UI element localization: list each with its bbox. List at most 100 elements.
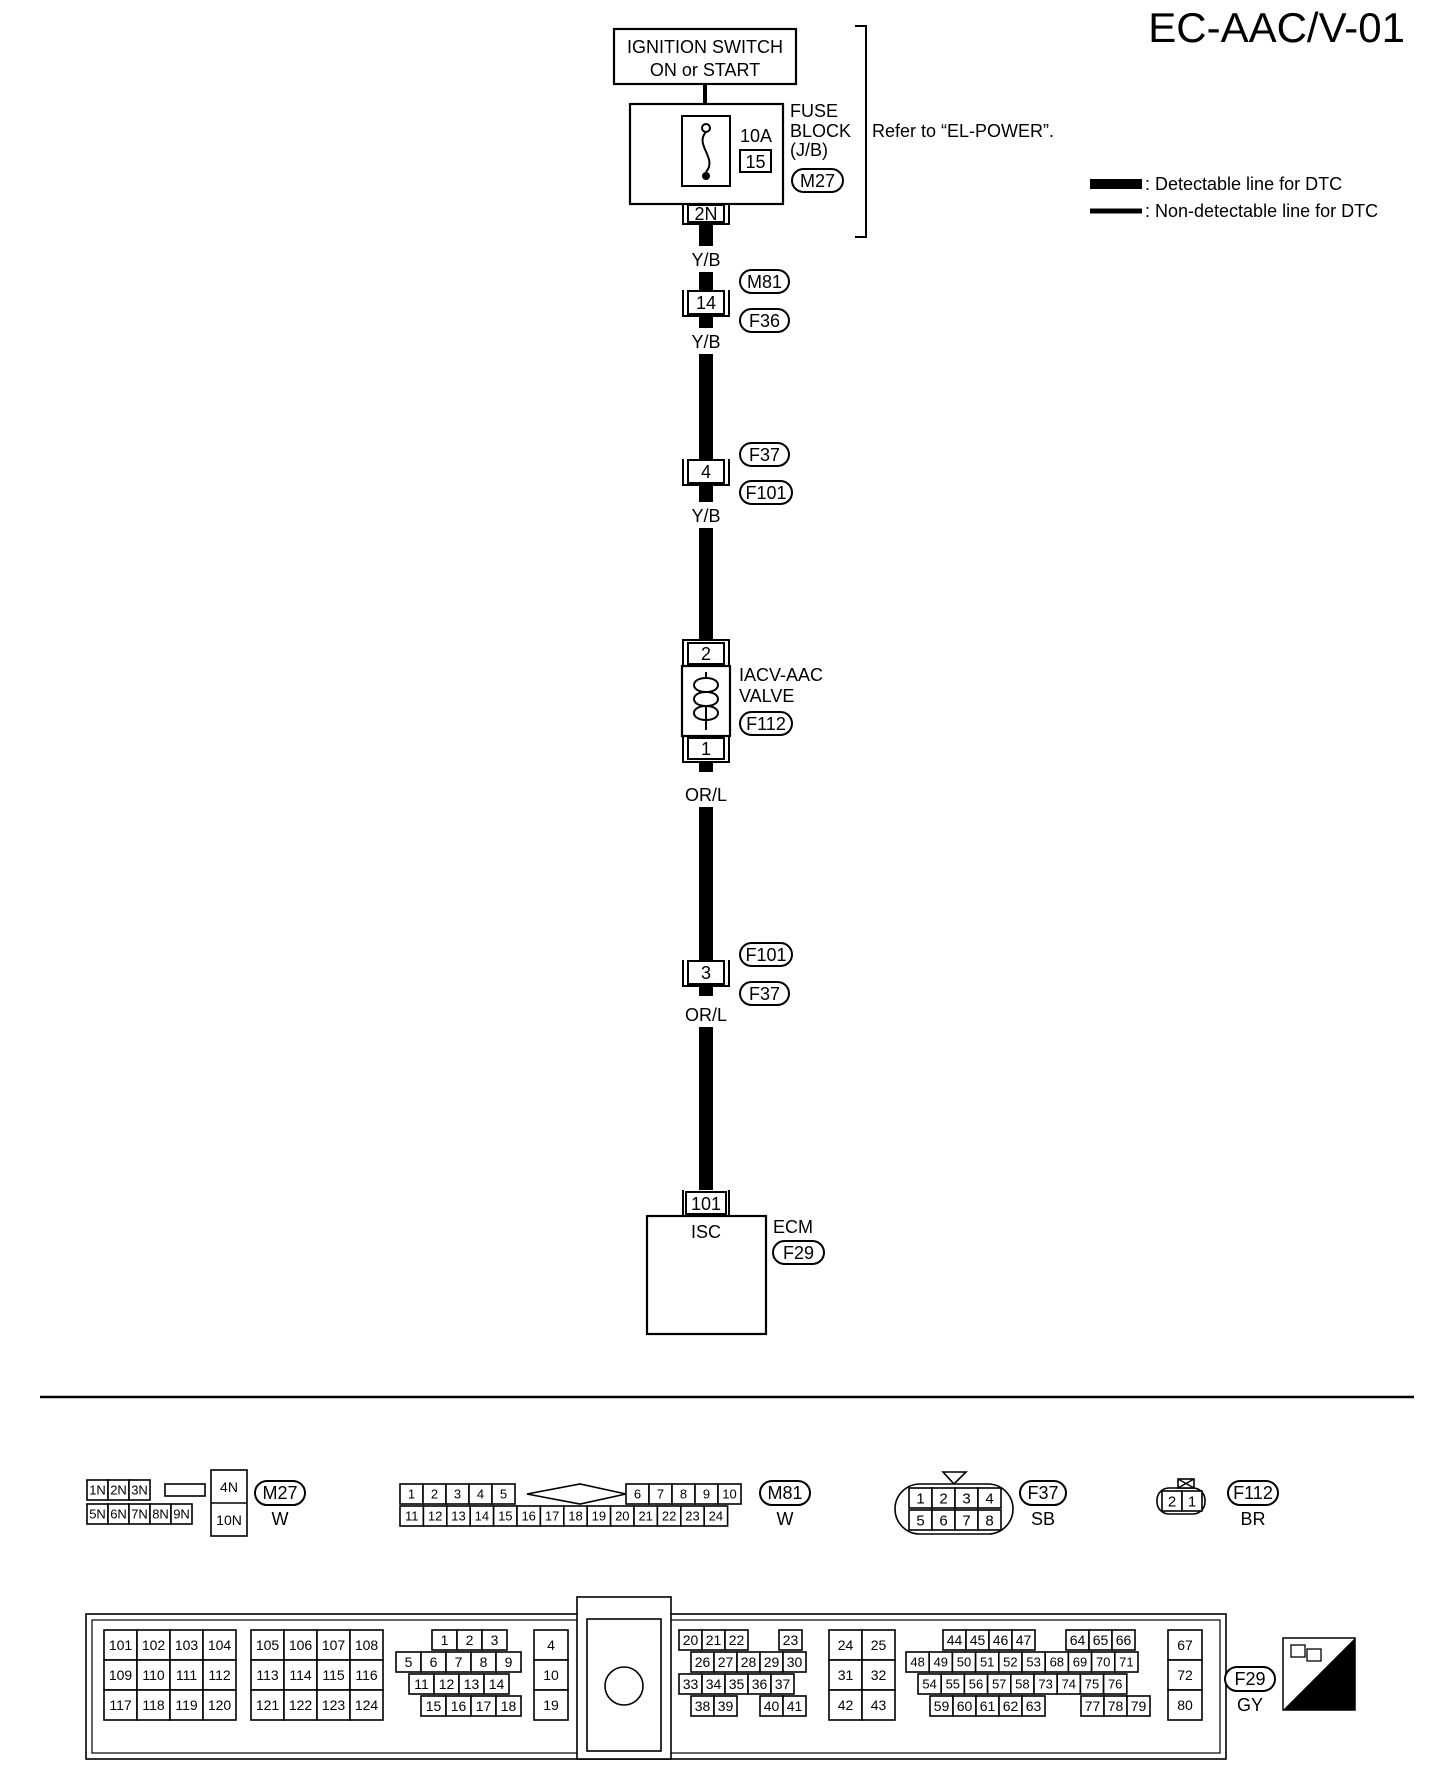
connector-pin-label: 52 — [1003, 1655, 1017, 1670]
connector-pin-label: 62 — [1003, 1698, 1019, 1714]
connector-pin — [136, 1629, 171, 1661]
connector-pin-label: 124 — [355, 1697, 379, 1713]
connector-pin-label: 27 — [718, 1654, 734, 1670]
m27-id-badge — [254, 1480, 306, 1506]
connector-pin-label: 4 — [985, 1490, 993, 1507]
connector-pin-label: 25 — [871, 1637, 887, 1653]
page-title: EC-AAC/V-01 — [1148, 4, 1405, 51]
connector-pin-label: 24 — [709, 1509, 723, 1524]
connector-pin-label: 122 — [289, 1697, 313, 1713]
connector-pin-label: 119 — [175, 1697, 198, 1713]
connector-pin-label: 10 — [722, 1487, 736, 1502]
connector-pin-label: 3 — [454, 1487, 461, 1502]
wire-color-yb-2: Y/B — [691, 332, 720, 352]
connector-pin-label: 8 — [985, 1512, 993, 1529]
connector-pin — [483, 1673, 510, 1695]
connector-pin-label: 1 — [408, 1487, 415, 1502]
connector-pin-label: 15 — [426, 1698, 442, 1714]
connector-pin-label: 118 — [142, 1697, 165, 1713]
fuse-block-line3: (J/B) — [790, 140, 828, 160]
connector-pin-label: 64 — [1070, 1632, 1086, 1648]
ignition-switch-line2: ON or START — [650, 60, 760, 80]
connector-pin — [724, 1629, 749, 1651]
connector-pin-label: 21 — [638, 1509, 652, 1524]
connector-pin-label: 2N — [110, 1483, 127, 1498]
connector-pin-label: 39 — [718, 1698, 734, 1714]
connector-pin-label: 9N — [173, 1507, 190, 1522]
connector-pin-label: 44 — [947, 1632, 963, 1648]
connector-pin-label: 117 — [109, 1697, 132, 1713]
connector-pin-label: 46 — [993, 1632, 1009, 1648]
connector-pin-label: 78 — [1108, 1698, 1124, 1714]
connector-key — [164, 1483, 206, 1497]
iacv-label-line2: VALVE — [739, 686, 794, 706]
connector-pin-label: 14 — [489, 1676, 505, 1692]
connector-pin-label: 75 — [1085, 1677, 1099, 1692]
connector-pin-label: 8 — [480, 1654, 488, 1670]
connector-pin — [495, 1695, 522, 1717]
connector-pin-label: 61 — [980, 1698, 996, 1714]
joint-3-bottom-id: F37 — [749, 984, 780, 1004]
joint-4-bottom-id: F101 — [745, 483, 786, 503]
connector-pin — [250, 1659, 285, 1691]
connector-pin — [713, 1695, 738, 1717]
wire-color-orl-1: OR/L — [685, 785, 727, 805]
connector-pin-label: 5N — [89, 1507, 106, 1522]
connector-key — [941, 1471, 968, 1486]
connector-pin — [1181, 1490, 1203, 1512]
connector-pin-label: 105 — [256, 1637, 280, 1653]
connector-pin-label: 10N — [216, 1512, 242, 1528]
connector-pin-label: 24 — [838, 1637, 854, 1653]
connector-pin-label: 2 — [431, 1487, 438, 1502]
connector-pin-label: 68 — [1050, 1655, 1064, 1670]
connector-pin-label: 50 — [957, 1655, 971, 1670]
connector-pin — [861, 1689, 896, 1721]
f37-color: SB — [1031, 1509, 1055, 1529]
joint-14-bottom-id: F36 — [749, 311, 780, 331]
connector-pin — [136, 1689, 171, 1721]
connector-pin-label: 13 — [464, 1676, 480, 1692]
iacv-connector-id: F112 — [746, 714, 786, 734]
connector-pin-label: 18 — [568, 1509, 582, 1524]
hs-connector-icon — [1306, 1648, 1322, 1662]
ecm-pin-name: ISC — [691, 1222, 721, 1242]
joint-3-top-id: F101 — [745, 945, 786, 965]
connector-pin-label: 67 — [1177, 1637, 1193, 1653]
joint-connector-4: 4 F37 F101 — [682, 442, 793, 505]
connector-pin — [103, 1629, 138, 1661]
connector-pin-label: 19 — [543, 1697, 559, 1713]
ecm-pin: 101 — [691, 1194, 721, 1214]
connector-pin-label: 114 — [289, 1667, 312, 1683]
connector-pin-label: 42 — [838, 1697, 854, 1713]
connector-pin-label: 38 — [695, 1698, 711, 1714]
connector-pin — [128, 1479, 151, 1501]
legend-non-detectable-text: : Non-detectable line for DTC — [1145, 201, 1378, 221]
connector-pin-label: 56 — [969, 1677, 983, 1692]
connector-pin — [770, 1673, 795, 1695]
connector-pin-label: 73 — [1038, 1677, 1052, 1692]
connector-pin — [778, 1629, 803, 1651]
connector-pin-label: 9 — [703, 1487, 710, 1502]
fuse-terminal-top — [701, 123, 711, 133]
connector-pin-label: 120 — [208, 1697, 232, 1713]
connector-pin-label: 20 — [615, 1509, 629, 1524]
connector-pin-label: 77 — [1085, 1698, 1101, 1714]
connector-pin-label: 115 — [322, 1667, 345, 1683]
f29-id-badge — [1224, 1666, 1276, 1692]
iacv-pin-top: 2 — [701, 644, 711, 664]
connector-pin-label: 1 — [1188, 1493, 1196, 1510]
connector-pin-label: 65 — [1093, 1632, 1109, 1648]
connector-pin-label: 16 — [451, 1698, 467, 1714]
connector-pin — [1114, 1651, 1139, 1673]
connector-pin-label: 47 — [1016, 1632, 1032, 1648]
connector-pin — [1102, 1673, 1128, 1695]
hs-badge-fill — [1283, 1638, 1355, 1710]
connector-pin — [349, 1689, 384, 1721]
connector-pin-label: 4 — [477, 1487, 484, 1502]
connector-pin — [250, 1689, 285, 1721]
connector-pin — [1126, 1695, 1151, 1717]
connector-pin — [1011, 1629, 1036, 1651]
